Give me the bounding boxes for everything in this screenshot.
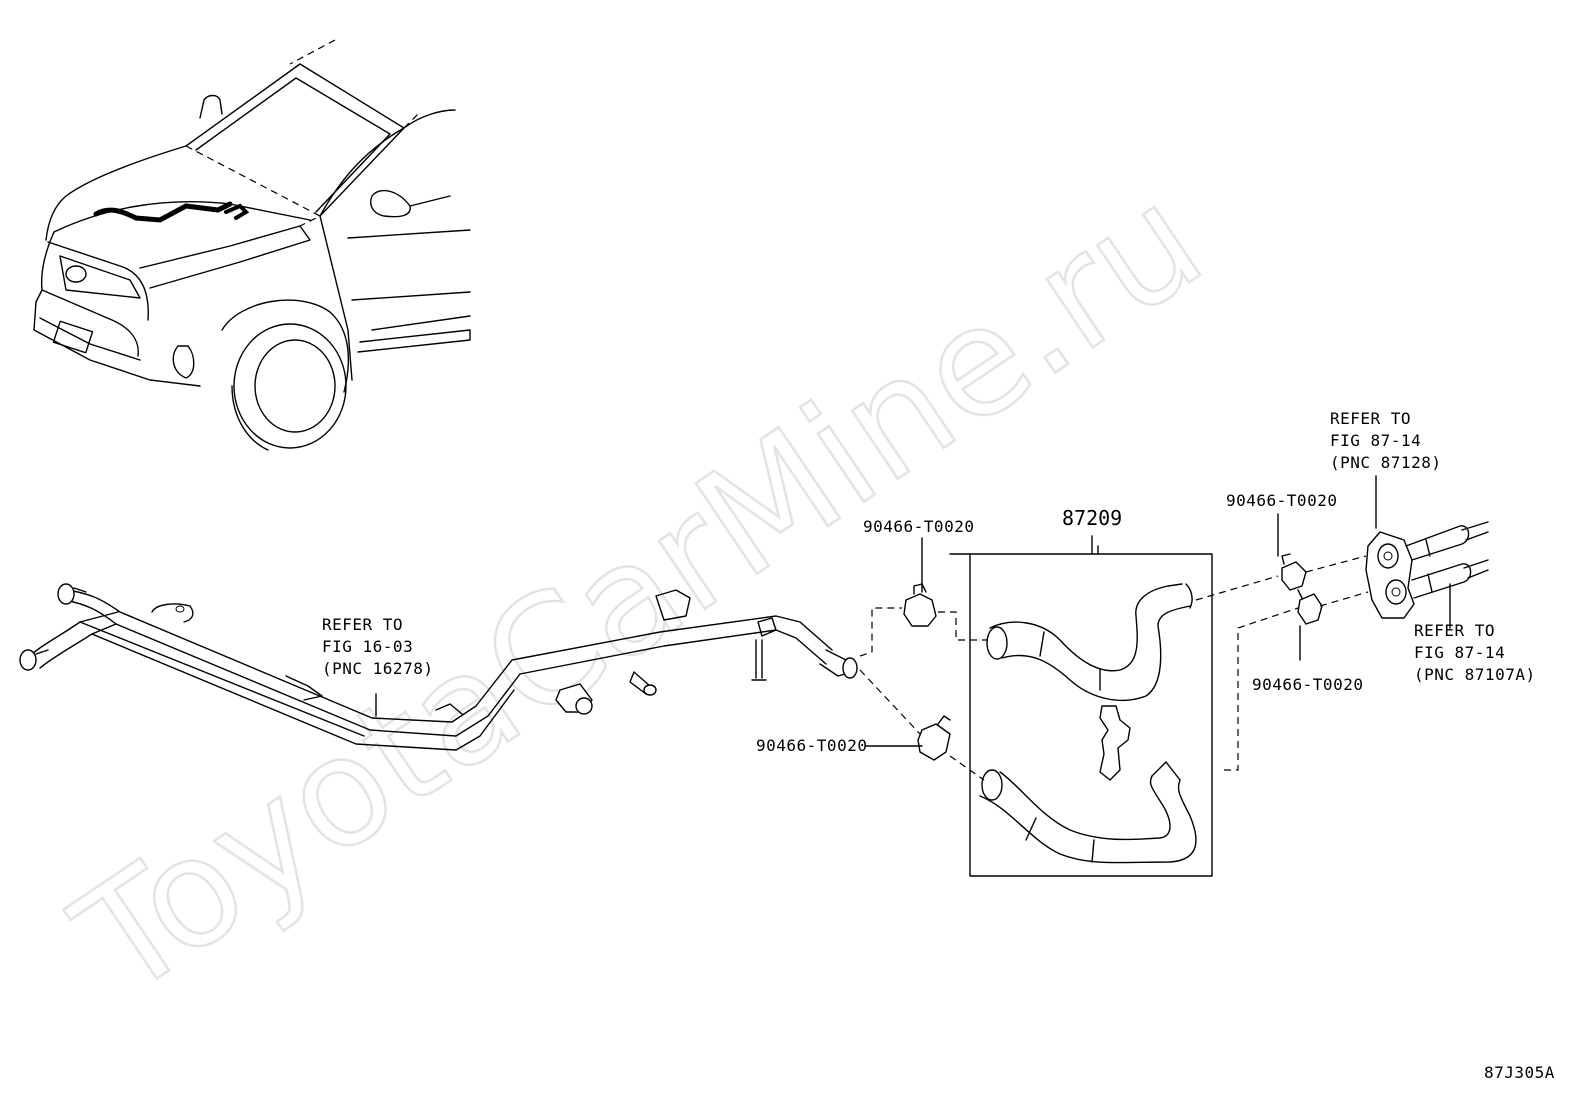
clamp-part-number-3: 90466-T0020 bbox=[1226, 491, 1337, 510]
hose-kit-frame bbox=[949, 535, 1213, 877]
vehicle-locator-illustration bbox=[33, 39, 471, 451]
ref-heater-upper-line3: (PNC 87128) bbox=[1330, 453, 1441, 472]
ref-pipe-line3: (PNC 16278) bbox=[322, 659, 433, 678]
ref-pipe-line2: FIG 16-03 bbox=[322, 637, 413, 656]
clamp-part-number-4: 90466-T0020 bbox=[1252, 675, 1363, 694]
heater-core-plate bbox=[1365, 521, 1489, 619]
watermark-text: ToyotaCarMine.ru bbox=[47, 153, 1231, 1031]
clamp-part-number-2: 90466-T0020 bbox=[756, 736, 867, 755]
callout-labels: 87209 90466-T0020 90466-T0020 90466-T002… bbox=[322, 409, 1555, 1082]
ref-heater-lower-line2: FIG 87-14 bbox=[1414, 643, 1505, 662]
leader-lines bbox=[375, 475, 1451, 781]
clamp-part-number-1: 90466-T0020 bbox=[863, 517, 974, 536]
ref-heater-upper-line2: FIG 87-14 bbox=[1330, 431, 1421, 450]
ref-pipe-line1: REFER TO bbox=[322, 615, 403, 634]
ref-heater-lower-line1: REFER TO bbox=[1414, 621, 1495, 640]
kit-part-number: 87209 bbox=[1062, 506, 1122, 530]
figure-code: 87J305A bbox=[1484, 1063, 1555, 1082]
heater-water-pipe bbox=[19, 583, 858, 751]
ref-heater-lower-line3: (PNC 87107A) bbox=[1414, 665, 1536, 684]
ref-heater-upper-line1: REFER TO bbox=[1330, 409, 1411, 428]
hose-clamp-icons bbox=[903, 553, 1323, 761]
